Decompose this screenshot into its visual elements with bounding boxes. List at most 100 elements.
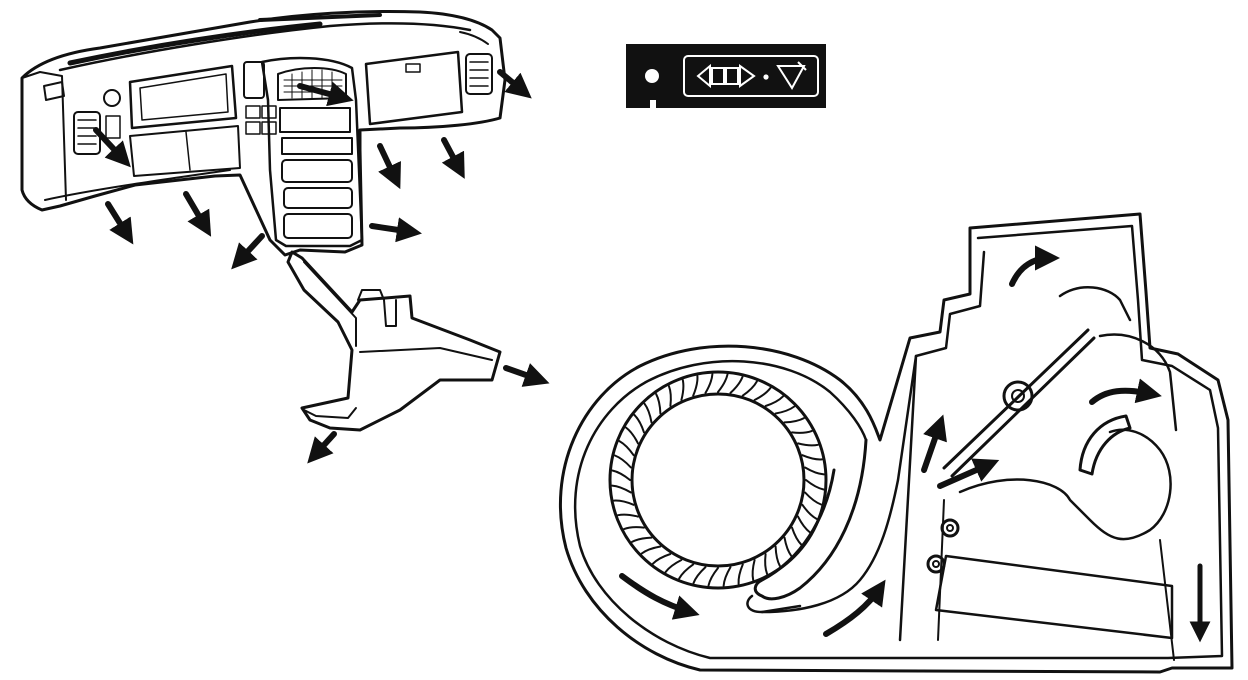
left-vent-louvers [77,119,97,145]
light-switch-knob [103,89,121,107]
upper-damper-door [942,328,1096,478]
fan-blade [667,385,672,407]
fan-blade [611,484,632,494]
fan-blade [804,466,825,476]
fan-blade [801,503,818,520]
damper-pivot-2-center [946,524,954,532]
blower-housing-outer [558,212,1234,674]
airflow-arrow-icon [377,143,401,190]
floor-duct [286,250,502,432]
fan-blade [664,559,683,574]
floor-duct-inner [303,261,357,347]
fan-blade [737,563,744,585]
heater-blower-illustration [558,212,1234,674]
dashboard-body [20,10,507,257]
right-vent-louvers [469,61,489,87]
fan-blade [613,499,635,506]
center-switch-4 [245,121,261,135]
duct-rear-edge [359,347,493,361]
fan-blade [655,393,662,415]
fan-blade [804,491,823,506]
fan-blade [791,429,813,434]
fan-blade [623,526,645,531]
fan-blade [797,515,812,534]
airflow-arrow-icon [93,127,131,168]
airflow-arrow-icon [619,573,700,620]
fan-blade [651,553,672,565]
control-slot-4 [283,213,353,239]
right-end-contour [459,31,489,45]
fan-blade [722,566,732,587]
mode-symbol-notch [650,100,656,108]
fan-blade [707,567,719,587]
radio-unit [279,107,351,133]
damper-pivot-1 [1002,380,1034,412]
glovebox [364,50,464,126]
blower-fan-icon [608,370,828,590]
right-outlet-curve [1098,333,1178,432]
lower-left-panel [129,125,241,177]
lower-left-divider [185,131,191,171]
cluster-glass [139,73,229,121]
dashboard-illustration [20,10,550,464]
airflow-arrow-icon [441,137,465,179]
control-slot-2 [281,159,353,183]
fan-outer-ring [608,370,828,590]
center-switch-5 [261,121,277,135]
damper-pivot-1-center [1011,389,1025,403]
evaporator-right-wall [1159,539,1175,661]
center-outlet-glyph-2 [725,67,739,85]
duct-bracket [357,289,385,301]
fan-blade [764,553,769,575]
evaporator-block [934,554,1174,640]
blower-airflow-arrows [619,245,1211,643]
duct-post [383,299,397,327]
fan-blade [774,545,781,567]
fan-blade [680,379,685,401]
fan-blade [717,373,729,393]
fan-blade [764,395,785,407]
airflow-arrow-icon [307,431,337,464]
floor-outlet-glyph [776,65,806,90]
control-slot-3 [283,187,353,209]
damper-pivot-3 [926,554,946,574]
left-switch [105,115,121,139]
fan-blade [774,405,796,415]
dashboard-top-edge [58,22,472,72]
defroster-slot [67,21,323,66]
fan-blade [801,454,823,461]
airflow-arrow-icon [231,233,265,270]
airflow-arrow-icon [369,217,422,243]
fan-blade [741,380,758,397]
heater-core-cavity [958,428,1172,541]
mode-indicator-dot [645,69,659,83]
dashboard-airflow-arrows [93,69,550,464]
blower-housing-inner [573,224,1224,660]
airflow-arrow-icon [937,458,1000,489]
damper-pivot-2 [940,518,960,538]
glovebox-latch [405,63,421,73]
separator-dot [763,74,769,80]
vent-floor-defrost-mode-icon [626,44,826,108]
center-stack [260,56,364,248]
mode-symbol-inner-box [683,55,819,97]
fan-blade [611,469,631,481]
fan-blade [729,375,744,394]
airflow-arrow-icon [497,69,532,99]
dashboard-end-cap [21,71,67,201]
airflow-arrow-icon [1009,245,1061,287]
fan-inner-ring [630,392,806,568]
airflow-arrow-icon [1089,378,1162,405]
fan-blade [692,375,699,397]
airflow-arrow-icon [823,579,886,637]
airflow-arrow-icon [503,363,550,387]
fan-blade [805,479,825,491]
left-outlet-glyph [696,63,711,89]
defroster-slot-2 [258,13,382,22]
upper-outlet-curve [1058,286,1132,322]
center-outlet-glyph-1 [711,67,725,85]
fan-blade [613,454,632,469]
air-passage [760,250,986,614]
left-speaker [43,81,65,101]
